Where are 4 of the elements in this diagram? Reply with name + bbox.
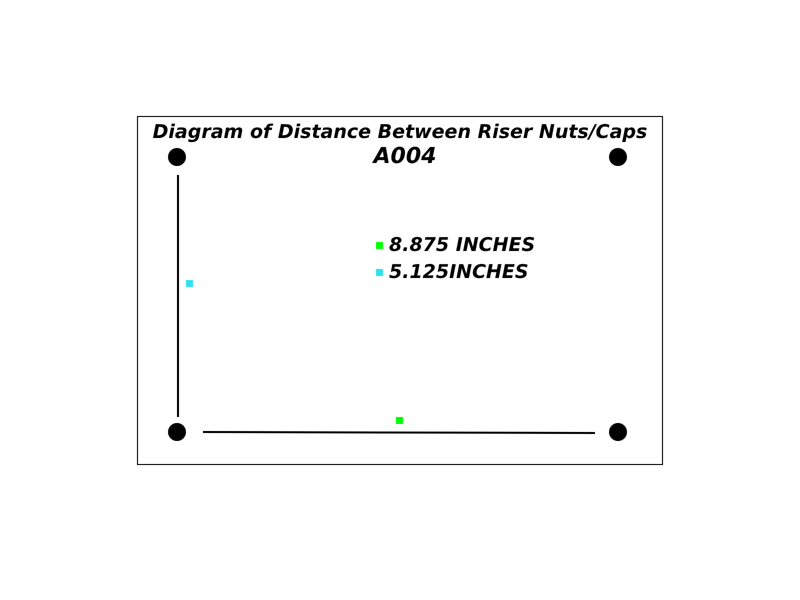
diagram-title: Diagram of Distance Between Riser Nuts/Caps (152, 121, 648, 143)
part-number: A004 (374, 144, 436, 169)
legend-label: 5.125INCHES (389, 261, 529, 283)
legend-label: 8.875 INCHES (389, 234, 536, 256)
